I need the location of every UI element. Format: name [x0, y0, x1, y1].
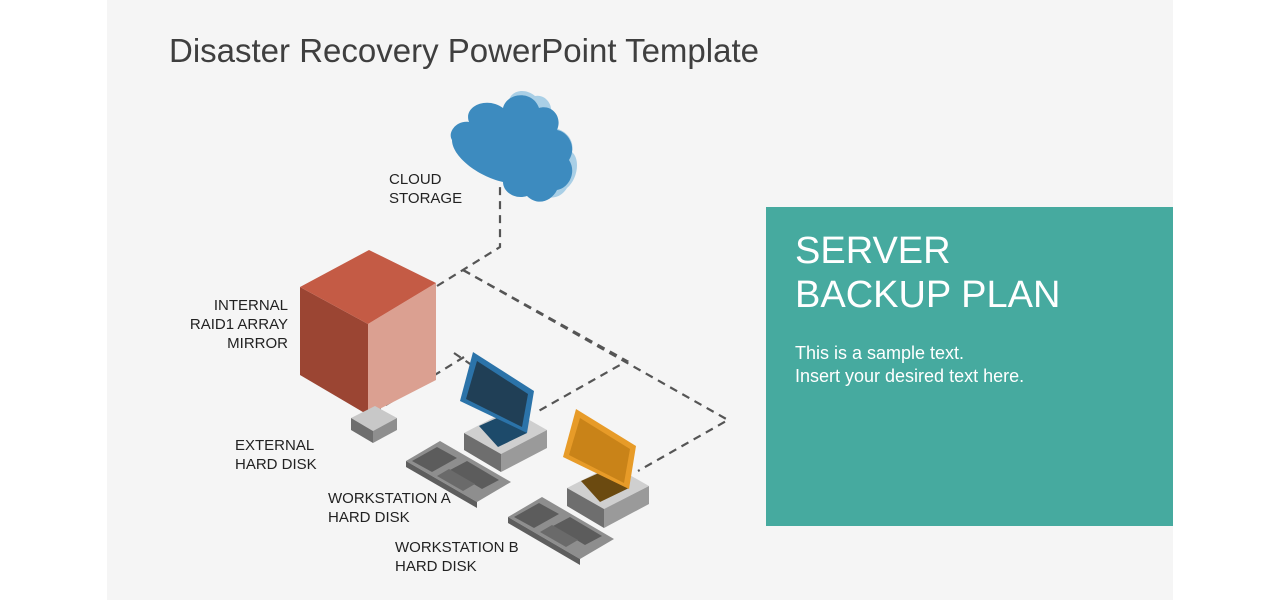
- raid-array-label: INTERNAL RAID1 ARRAY MIRROR: [190, 296, 288, 353]
- external-disk-label: EXTERNAL HARD DISK: [235, 436, 317, 474]
- workstation-a-icon: [406, 352, 547, 508]
- panel-heading: SERVER BACKUP PLAN: [795, 229, 1060, 317]
- panel-body-line-1: This is a sample text.: [795, 343, 965, 363]
- workstation-b-label-line-2: HARD DISK: [395, 558, 477, 575]
- workstation-a-label: WORKSTATION A HARD DISK: [328, 489, 451, 527]
- panel-body-line-2: Insert your desired text here.: [795, 366, 1025, 386]
- cloud-storage-label-line-1: CLOUD: [389, 171, 442, 188]
- panel-body-text: This is a sample text. Insert your desir…: [795, 342, 1024, 388]
- backup-diagram: [300, 90, 731, 565]
- workstation-a-label-line-2: HARD DISK: [328, 509, 410, 526]
- cloud-icon: [450, 90, 578, 202]
- server-icon: [300, 250, 436, 415]
- external-disk-icon: [351, 406, 397, 443]
- backup-plan-panel: SERVER BACKUP PLAN This is a sample text…: [766, 207, 1173, 526]
- external-disk-label-line-1: EXTERNAL: [235, 437, 315, 454]
- cloud-storage-label: CLOUD STORAGE: [389, 170, 462, 208]
- workstation-a-label-line-1: WORKSTATION A: [328, 490, 451, 507]
- slide-title: Disaster Recovery PowerPoint Template: [169, 32, 759, 69]
- workstation-b-icon: [508, 409, 649, 565]
- panel-heading-line-1: SERVER: [795, 230, 951, 272]
- raid-array-label-line-1: INTERNAL: [213, 297, 288, 314]
- slide: Disaster Recovery PowerPoint Template: [107, 0, 1173, 600]
- workstation-b-label: WORKSTATION B HARD DISK: [395, 538, 519, 576]
- external-disk-label-line-2: HARD DISK: [235, 456, 317, 473]
- connector-workstation-a: [462, 269, 630, 414]
- connector-server-cloud: [436, 187, 502, 287]
- cloud-storage-label-line-2: STORAGE: [389, 190, 463, 207]
- workstation-b-label-line-1: WORKSTATION B: [395, 539, 519, 556]
- panel-heading-line-2: BACKUP PLAN: [795, 274, 1061, 316]
- raid-array-label-line-3: MIRROR: [227, 335, 288, 352]
- raid-array-label-line-2: RAID1 ARRAY: [189, 316, 288, 333]
